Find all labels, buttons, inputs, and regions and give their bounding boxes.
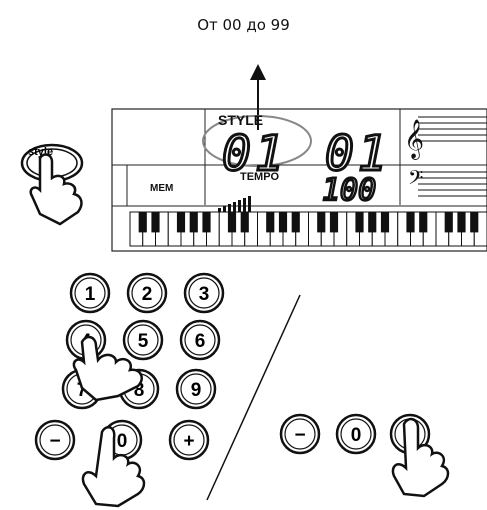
level-bars-icon <box>218 196 251 212</box>
bass-clef-icon: 𝄢 <box>408 166 423 194</box>
style-number: 01 <box>222 126 288 182</box>
black-key <box>457 212 466 233</box>
hand-pointer-icon <box>81 425 146 508</box>
style-label: STYLE <box>218 112 263 128</box>
keypad-key-6-label: 7 <box>77 380 88 401</box>
measure-number: 01 <box>325 126 391 182</box>
keypad-key-9[interactable]: − <box>34 419 76 461</box>
keypad-key-5-label: 6 <box>195 331 206 352</box>
hand-pointer-icon <box>29 153 83 226</box>
caption: От 00 до 99 <box>197 16 290 34</box>
secondary-key-1[interactable]: 0 <box>335 413 377 455</box>
mem-label: MEM <box>150 183 173 194</box>
keypad-key-11[interactable]: + <box>168 419 210 461</box>
secondary-key-1-label: 0 <box>351 425 362 446</box>
keypad-key-10-label: 0 <box>117 431 128 452</box>
secondary-key-0-label: − <box>294 425 305 446</box>
keypad-key-2[interactable]: 3 <box>183 272 225 314</box>
style-highlight-ellipse <box>202 115 312 167</box>
secondary-key-0[interactable]: − <box>279 413 321 455</box>
music-staff <box>418 116 487 197</box>
lcd-display: STYLE 01 01 MEM TEMPO 100 <box>111 108 487 252</box>
keypad-key-0-label: 1 <box>85 284 96 305</box>
black-key <box>176 212 186 233</box>
up-arrow-icon <box>250 64 266 130</box>
black-key <box>380 212 390 233</box>
black-key <box>355 212 364 233</box>
black-key <box>419 212 428 233</box>
keypad-key-2-label: 3 <box>199 284 210 305</box>
black-key <box>240 212 249 233</box>
black-key <box>266 212 275 233</box>
black-key <box>189 212 198 233</box>
keyboard-strip <box>129 211 487 247</box>
keypad-key-7-label: 8 <box>134 380 145 401</box>
keypad-key-4-label: 5 <box>138 331 149 352</box>
hand-pointer-icon <box>72 335 143 402</box>
keypad-key-11-label: + <box>183 431 194 452</box>
secondary-keypad: −0+ <box>279 413 431 455</box>
keypad-key-8[interactable]: 9 <box>175 368 217 410</box>
black-key <box>406 212 415 233</box>
black-key <box>470 212 479 233</box>
black-key <box>291 212 300 233</box>
black-key <box>138 212 147 233</box>
keypad-key-1-label: 2 <box>142 284 153 305</box>
black-key <box>317 212 326 233</box>
keypad-key-0[interactable]: 1 <box>69 272 111 314</box>
black-key <box>202 212 211 233</box>
divider-line <box>206 294 301 501</box>
black-key <box>444 212 453 233</box>
black-key <box>329 212 339 233</box>
keypad-key-1[interactable]: 2 <box>126 272 168 314</box>
hand-pointer-icon <box>391 417 450 498</box>
black-key <box>227 212 237 233</box>
tempo-label: TEMPO <box>240 171 280 183</box>
keypad-key-4[interactable]: 5 <box>122 319 164 361</box>
black-key <box>151 212 160 233</box>
black-key <box>278 212 288 233</box>
black-key <box>368 212 377 233</box>
keypad-key-9-label: − <box>49 431 60 452</box>
keypad-key-8-label: 9 <box>191 380 202 401</box>
tempo-value: 100 <box>322 173 376 208</box>
treble-clef-icon: 𝄞 <box>404 119 424 160</box>
keypad-key-5[interactable]: 6 <box>179 319 221 361</box>
